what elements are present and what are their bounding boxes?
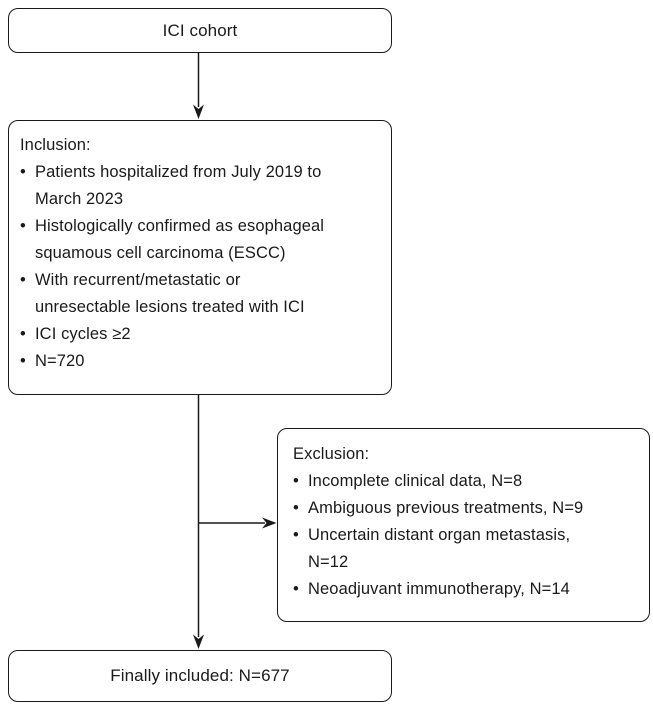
node-ici-cohort-label: ICI cohort [162, 20, 238, 40]
exclusion-list-item: • Incomplete clinical data, N=8 [293, 468, 641, 495]
exclusion-list-item-text: Uncertain distant organ metastasis, N=12 [308, 526, 571, 571]
arrow-cohort-to-inclusion [193, 53, 204, 119]
bullet-icon: • [20, 217, 26, 235]
node-finally-included: Finally included: N=677 [8, 650, 392, 702]
node-exclusion: Exclusion: • Incomplete clinical data, N… [277, 428, 650, 622]
node-inclusion: Inclusion: • Patients hospitalized from … [8, 120, 392, 395]
node-ici-cohort: ICI cohort [8, 8, 392, 53]
inclusion-list-item-text: N=720 [35, 352, 85, 370]
inclusion-list-item: • Patients hospitalized from July 2019 t… [20, 159, 383, 213]
inclusion-list-item: • N=720 [20, 348, 383, 375]
bullet-icon: • [20, 163, 26, 181]
bullet-icon: • [20, 352, 26, 370]
exclusion-list-item-text: Ambiguous previous treatments, N=9 [308, 499, 584, 517]
arrow-inclusion-to-final [193, 395, 204, 649]
arrow-branch-to-exclusion [198, 517, 277, 529]
exclusion-list-item: • Neoadjuvant immunotherapy, N=14 [293, 576, 641, 603]
inclusion-list-item-text: Patients hospitalized from July 2019 to … [35, 163, 322, 208]
exclusion-list-item-text: Neoadjuvant immunotherapy, N=14 [308, 580, 570, 598]
bullet-icon: • [293, 499, 299, 517]
exclusion-criteria-list: • Incomplete clinical data, N=8 • Ambigu… [293, 468, 641, 603]
inclusion-list-item: • ICI cycles ≥2 [20, 321, 383, 348]
inclusion-list-item-text: With recurrent/metastatic or unresectabl… [35, 271, 305, 316]
exclusion-heading: Exclusion: [293, 445, 370, 463]
bullet-icon: • [293, 472, 299, 490]
exclusion-list-item-text: Incomplete clinical data, N=8 [308, 472, 523, 490]
bullet-icon: • [20, 325, 26, 343]
inclusion-list-item: • With recurrent/metastatic or unresecta… [20, 267, 383, 321]
exclusion-list-item: • Uncertain distant organ metastasis, N=… [293, 522, 641, 576]
inclusion-list-item-text: ICI cycles ≥2 [35, 325, 131, 343]
inclusion-list-item: • Histologically confirmed as esophageal… [20, 213, 383, 267]
exclusion-list-item: • Ambiguous previous treatments, N=9 [293, 495, 641, 522]
bullet-icon: • [293, 526, 299, 544]
bullet-icon: • [20, 271, 26, 289]
node-finally-included-label: Finally included: N=677 [110, 666, 290, 685]
inclusion-list-item-text: Histologically confirmed as esophageal s… [35, 217, 325, 262]
inclusion-criteria-list: • Patients hospitalized from July 2019 t… [20, 159, 383, 375]
bullet-icon: • [293, 580, 299, 598]
inclusion-heading: Inclusion: [20, 136, 91, 154]
